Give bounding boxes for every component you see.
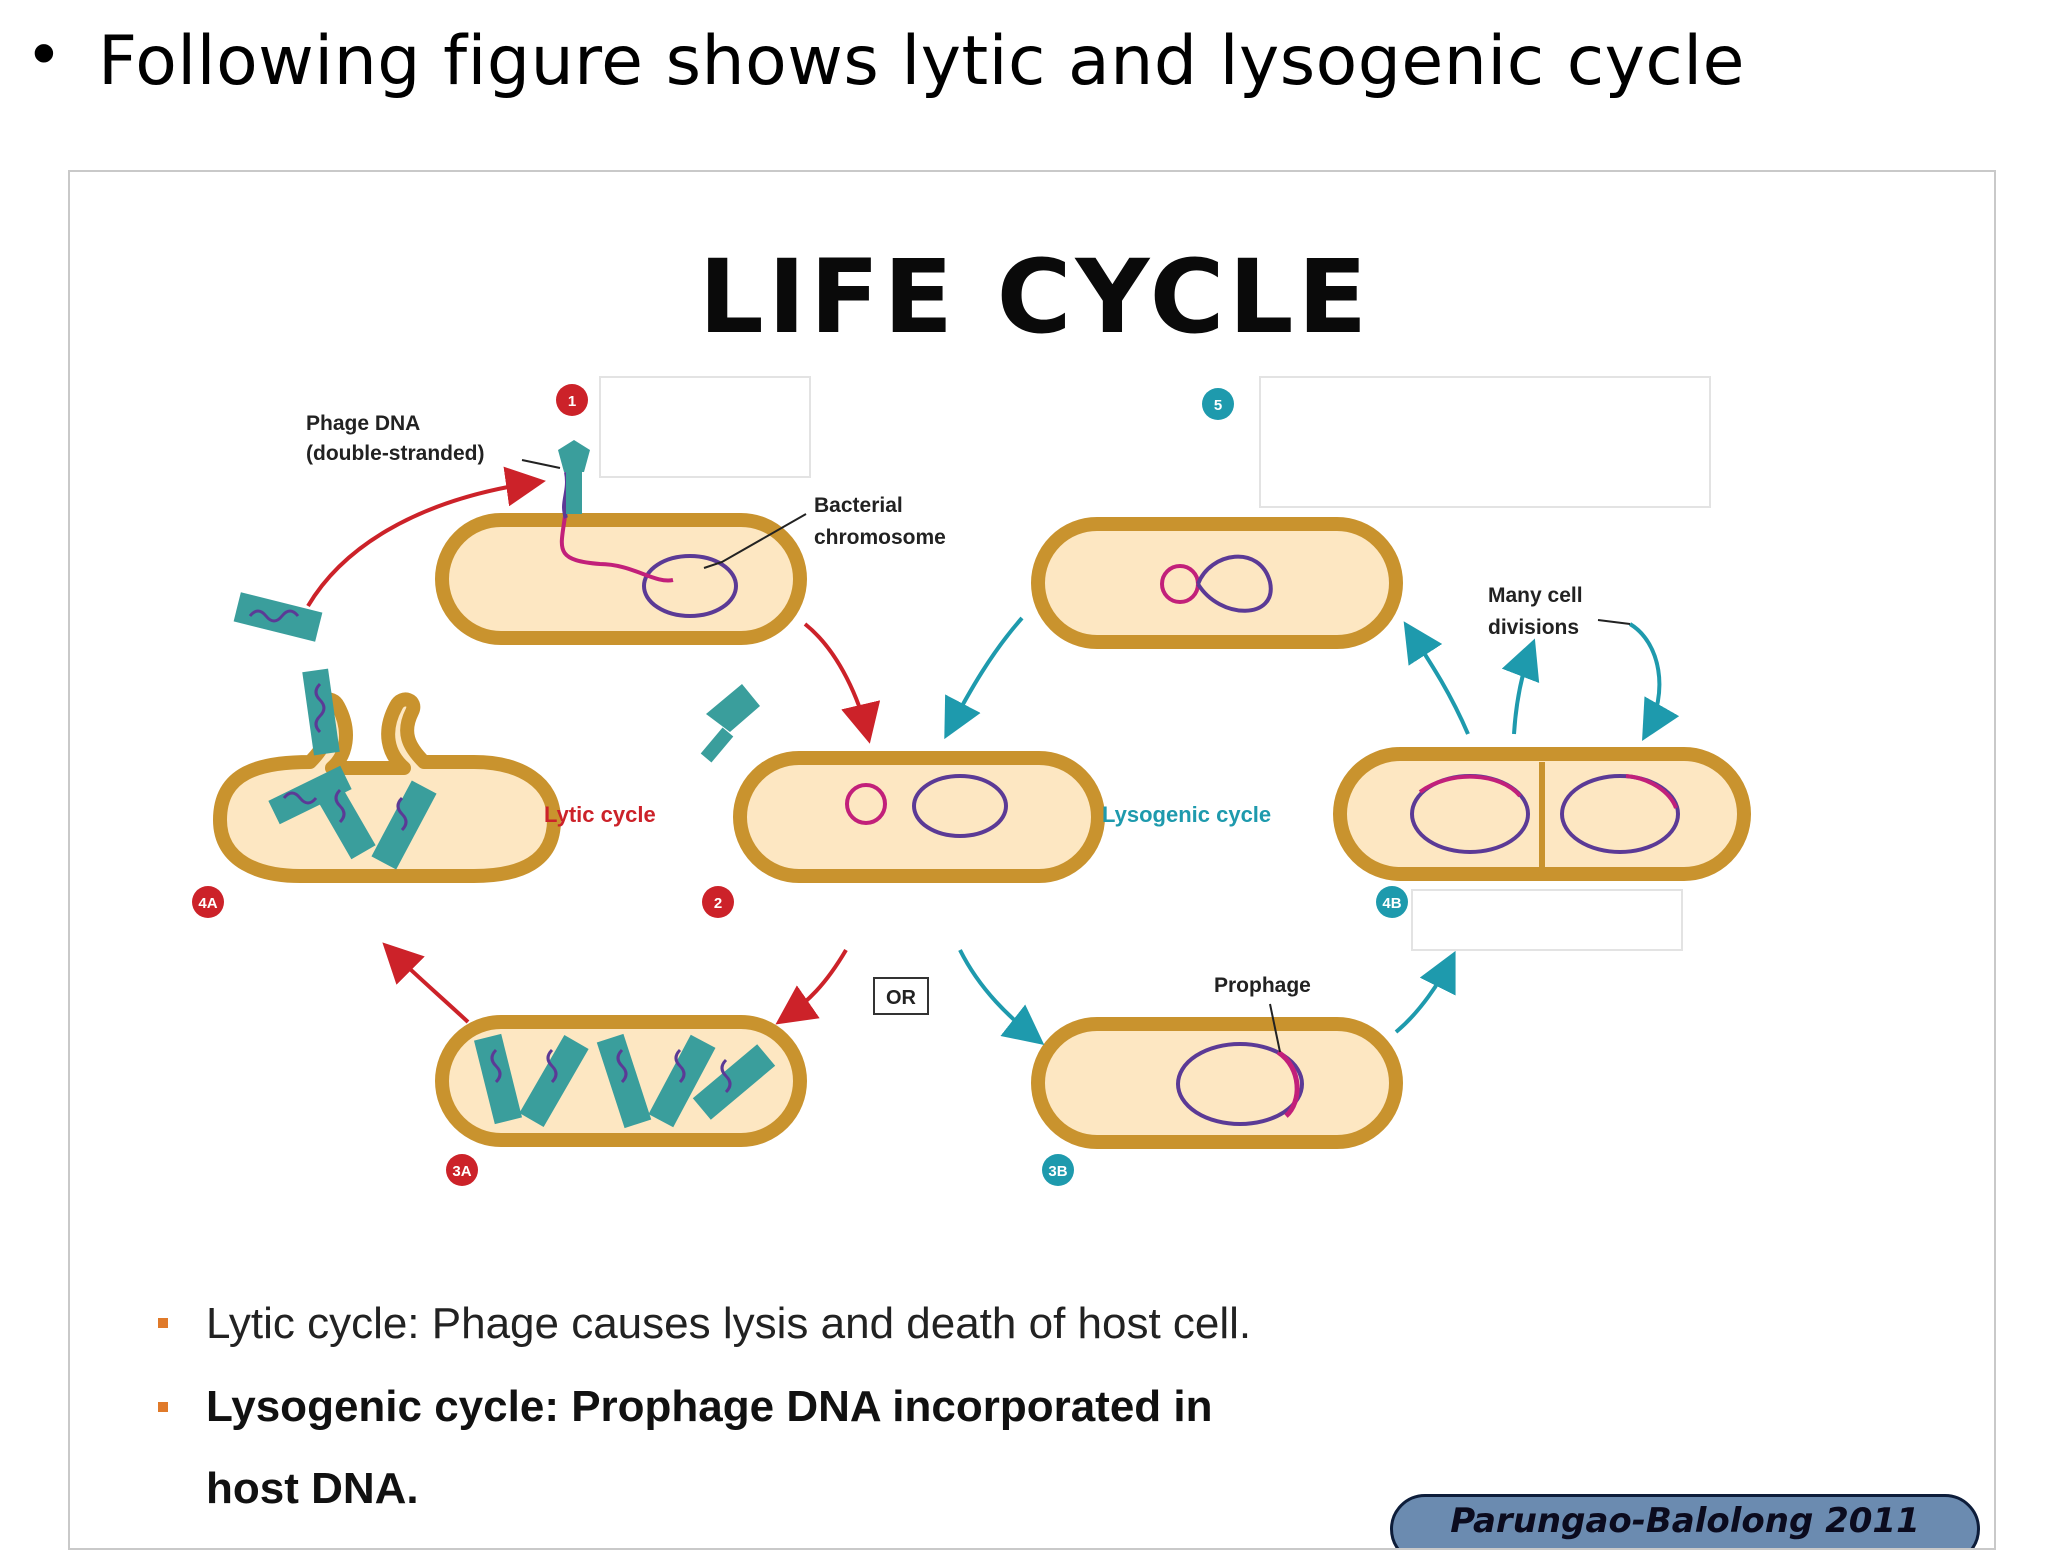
- svg-text:OR: OR: [886, 987, 917, 1009]
- step-badge-1: 1: [556, 384, 588, 416]
- svg-text:5: 5: [1214, 397, 1222, 414]
- cell-step2: [733, 751, 1105, 883]
- step-badge-4b: 4B: [1376, 886, 1408, 918]
- slide-heading: Following figure shows lytic and lysogen…: [98, 22, 1746, 101]
- svg-text:2: 2: [714, 895, 722, 912]
- phage-dna-squiggles: [248, 609, 732, 1094]
- label-many-cell: Many cell: [1488, 584, 1583, 607]
- summary-bullet-list: Lytic cycle: Phage causes lysis and deat…: [140, 1282, 1540, 1530]
- credit-text: Parungao-Balolong 2011: [1450, 1501, 1920, 1541]
- svg-text:4A: 4A: [198, 895, 217, 912]
- svg-text:4B: 4B: [1382, 895, 1401, 912]
- step-badge-3b: 3B: [1042, 1154, 1074, 1186]
- label-lytic-cycle: Lytic cycle: [544, 802, 656, 827]
- svg-text:1: 1: [568, 393, 576, 410]
- bullet-item-lysogenic: Lysogenic cycle: Prophage DNA incorporat…: [140, 1366, 1540, 1448]
- label-bacterial: Bacterial: [814, 494, 903, 517]
- label-prophage: Prophage: [1214, 974, 1311, 997]
- slide-bullet: •: [32, 15, 56, 91]
- bullet-item-lysogenic-cont: host DNA.: [140, 1448, 1540, 1530]
- step-badge-3a: 3A: [446, 1154, 478, 1186]
- svg-text:3A: 3A: [452, 1163, 471, 1180]
- diagram-title: LIFE CYCLE: [699, 238, 1371, 357]
- lytic-arrows: [306, 466, 881, 1025]
- label-phage-dna-sub: (double-stranded): [306, 442, 485, 465]
- credit-badge: Parungao-Balolong 2011: [1390, 1494, 1980, 1548]
- cell-step1: [435, 471, 807, 645]
- bullet-text-lysogenic: Lysogenic cycle: Prophage DNA incorporat…: [206, 1382, 1213, 1431]
- or-box: OR: [873, 977, 929, 1015]
- step-badge-4a: 4A: [192, 886, 224, 918]
- bullet-text-lytic: Lytic cycle: Phage causes lysis and deat…: [206, 1299, 1252, 1348]
- figure-panel: LIFE CYCLE: [68, 170, 1996, 1550]
- lysogenic-arrows: [944, 616, 1680, 1045]
- phage-attached: [558, 440, 590, 514]
- label-lysogenic-cycle: Lysogenic cycle: [1102, 802, 1271, 827]
- orange-square-bullet-icon: [158, 1318, 168, 1328]
- life-cycle-diagram: LIFE CYCLE: [192, 238, 1751, 1186]
- bacterial-chromosome-circle: [642, 554, 738, 618]
- cell-step4b-dividing: [1333, 747, 1751, 881]
- bullet-text-lysogenic-cont: host DNA.: [206, 1464, 419, 1513]
- bullet-item-lytic: Lytic cycle: Phage causes lysis and deat…: [140, 1282, 1540, 1366]
- step-badge-2: 2: [702, 886, 734, 918]
- step-badge-5: 5: [1202, 388, 1234, 420]
- leader-lines: [521, 459, 1631, 1053]
- cell-step3b: [1031, 1017, 1403, 1149]
- svg-text:3B: 3B: [1048, 1163, 1067, 1180]
- label-phage-dna: Phage DNA: [306, 412, 420, 435]
- injected-phage-dna: [559, 507, 674, 583]
- placeholder-boxes: [599, 376, 1711, 951]
- orange-square-bullet-icon: [158, 1402, 168, 1412]
- label-chromosome: chromosome: [814, 526, 946, 549]
- cell-step5: [1031, 517, 1403, 649]
- label-divisions: divisions: [1488, 616, 1579, 639]
